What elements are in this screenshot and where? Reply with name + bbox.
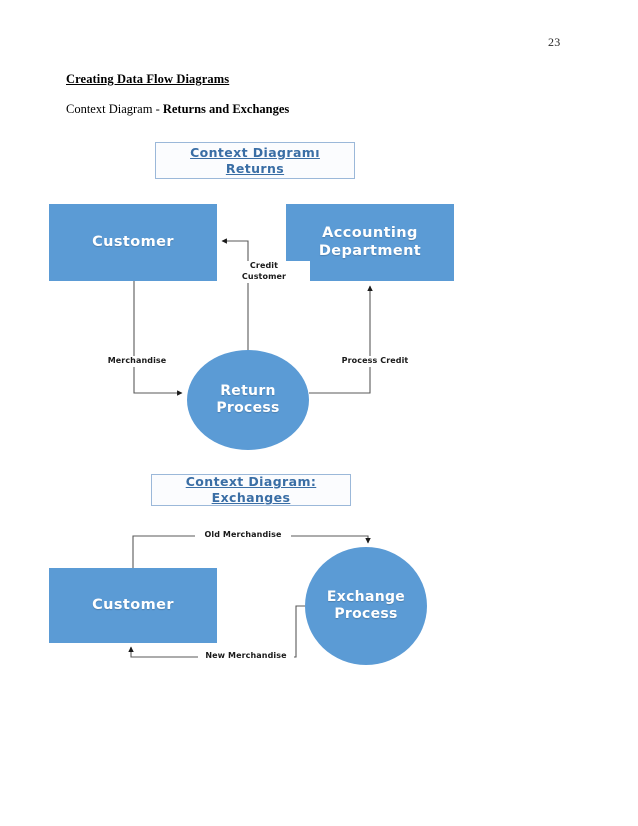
entity-customer-exchanges-label: Customer (92, 596, 174, 613)
entity-accounting-department-label: Accounting Department (318, 225, 422, 259)
entity-customer-returns[interactable]: Customer (49, 204, 217, 281)
subtitle-prefix: Context Diagram - (66, 102, 163, 116)
diagram-title-exchanges-label: Context Diagram: Exchanges (185, 474, 317, 505)
flow-process-credit (309, 285, 373, 394)
page-title: Creating Data Flow Diagrams (66, 72, 230, 86)
flow-label-merchandise: Merchandise (96, 356, 178, 367)
page-number: 23 (548, 35, 561, 49)
diagram-title-returns-label: Context Diagramı Returns (190, 144, 320, 176)
flow-label-old-merchandise: Old Merchandise (195, 530, 291, 541)
process-exchange[interactable]: Exchange Process (305, 547, 427, 665)
flow-label-credit-customer: Credit Customer (218, 261, 310, 283)
flow-label-process-credit: Process Credit (334, 356, 416, 367)
subtitle-emphasis: Returns and Exchanges (162, 102, 290, 116)
process-return[interactable]: Return Process (187, 350, 309, 450)
entity-customer-returns-label: Customer (92, 233, 174, 250)
flow-label-new-merchandise: New Merchandise (198, 651, 294, 662)
flow-merchandise (133, 281, 183, 396)
diagram-title-returns: Context Diagramı Returns (155, 142, 355, 179)
process-return-label: Return Process (216, 382, 280, 417)
diagram-title-exchanges: Context Diagram: Exchanges (151, 474, 351, 506)
page-subtitle: Context Diagram - Returns and Exchanges (66, 102, 289, 117)
entity-customer-exchanges[interactable]: Customer (49, 568, 217, 643)
flow-credit-customer (221, 238, 249, 350)
entity-accounting-department[interactable]: Accounting Department (286, 204, 454, 281)
process-exchange-label: Exchange Process (326, 588, 406, 623)
